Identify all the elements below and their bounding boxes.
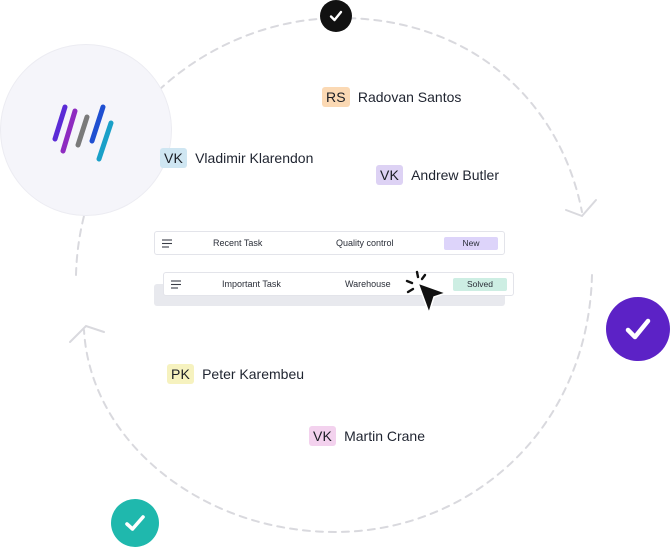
check-badge-bottom: [111, 499, 159, 547]
person-tag: VK Andrew Butler: [376, 165, 499, 185]
check-icon: [329, 10, 343, 22]
task-title: Important Task: [222, 279, 281, 289]
check-badge-top: [320, 0, 352, 32]
status-badge: Solved: [453, 278, 507, 291]
brand-logo-icon: [52, 104, 114, 162]
person-tag: PK Peter Karembeu: [167, 364, 304, 384]
initials-badge: VK: [376, 165, 404, 185]
person-name: Andrew Butler: [411, 167, 500, 183]
logo-badge: [0, 44, 172, 216]
initials-badge: VK: [160, 148, 188, 168]
task-row[interactable]: Recent Task Quality control New: [154, 231, 505, 255]
person-name: Martin Crane: [344, 428, 425, 444]
check-badge-right: [606, 297, 670, 361]
list-icon: [171, 280, 181, 289]
check-icon: [125, 515, 145, 531]
list-icon: [162, 239, 172, 248]
person-tag: RS Radovan Santos: [322, 87, 461, 107]
task-category: Quality control: [336, 238, 394, 248]
task-category: Warehouse: [345, 279, 391, 289]
status-badge: New: [444, 237, 498, 250]
check-icon: [625, 318, 651, 340]
person-name: Peter Karembeu: [202, 366, 305, 382]
task-row[interactable]: Important Task Warehouse Solved: [163, 272, 514, 296]
person-name: Vladimir Klarendon: [195, 150, 314, 166]
person-tag: VK Vladimir Klarendon: [160, 148, 313, 168]
initials-badge: PK: [167, 364, 195, 384]
initials-badge: VK: [309, 426, 337, 446]
initials-badge: RS: [322, 87, 350, 107]
person-tag: VK Martin Crane: [309, 426, 425, 446]
click-cursor-icon: [405, 270, 447, 314]
person-name: Radovan Santos: [357, 89, 462, 105]
task-title: Recent Task: [213, 238, 263, 248]
